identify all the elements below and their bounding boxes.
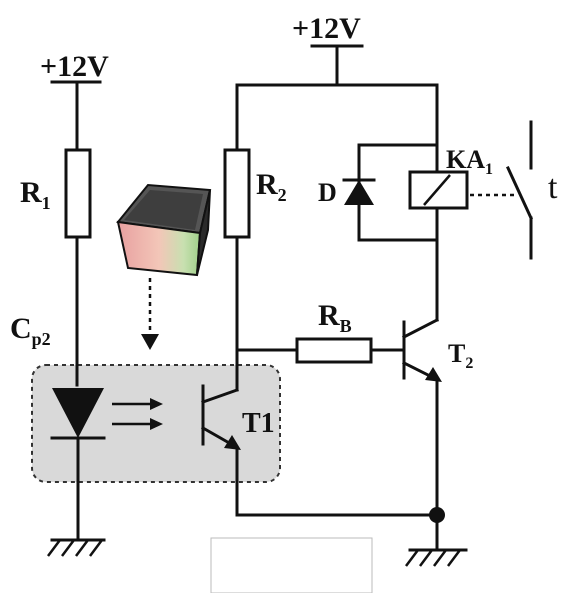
label-r2: R2 [256,168,287,205]
left-supply [50,80,102,152]
top-supply [235,44,439,87]
transistor-t1 [200,384,241,517]
ground-left-icon [47,538,106,557]
light-arrows-icon [112,398,163,430]
transistor-t2 [401,317,442,517]
relay-switch [506,120,533,260]
blank-patch [210,537,373,593]
r1-resistor [64,148,92,239]
relay-coil [408,143,516,242]
label-rb: RB [318,299,352,336]
label-relay: KA1 [446,145,493,178]
freewheel-diode [342,178,376,205]
label-led: Cp2 [10,312,51,349]
label-supply-left: +12V [40,50,109,83]
label-t2: T2 [448,339,473,372]
led-diode [50,388,106,542]
label-t1: T1 [242,408,275,439]
r2-resistor [223,148,251,239]
chip-icon [116,183,212,350]
ground-right-icon [405,548,468,567]
label-diode: D [318,178,337,207]
label-switch: t [548,169,558,206]
label-r1: R1 [20,176,51,213]
rb-resistor [295,337,373,364]
label-supply-top: +12V [292,12,361,45]
